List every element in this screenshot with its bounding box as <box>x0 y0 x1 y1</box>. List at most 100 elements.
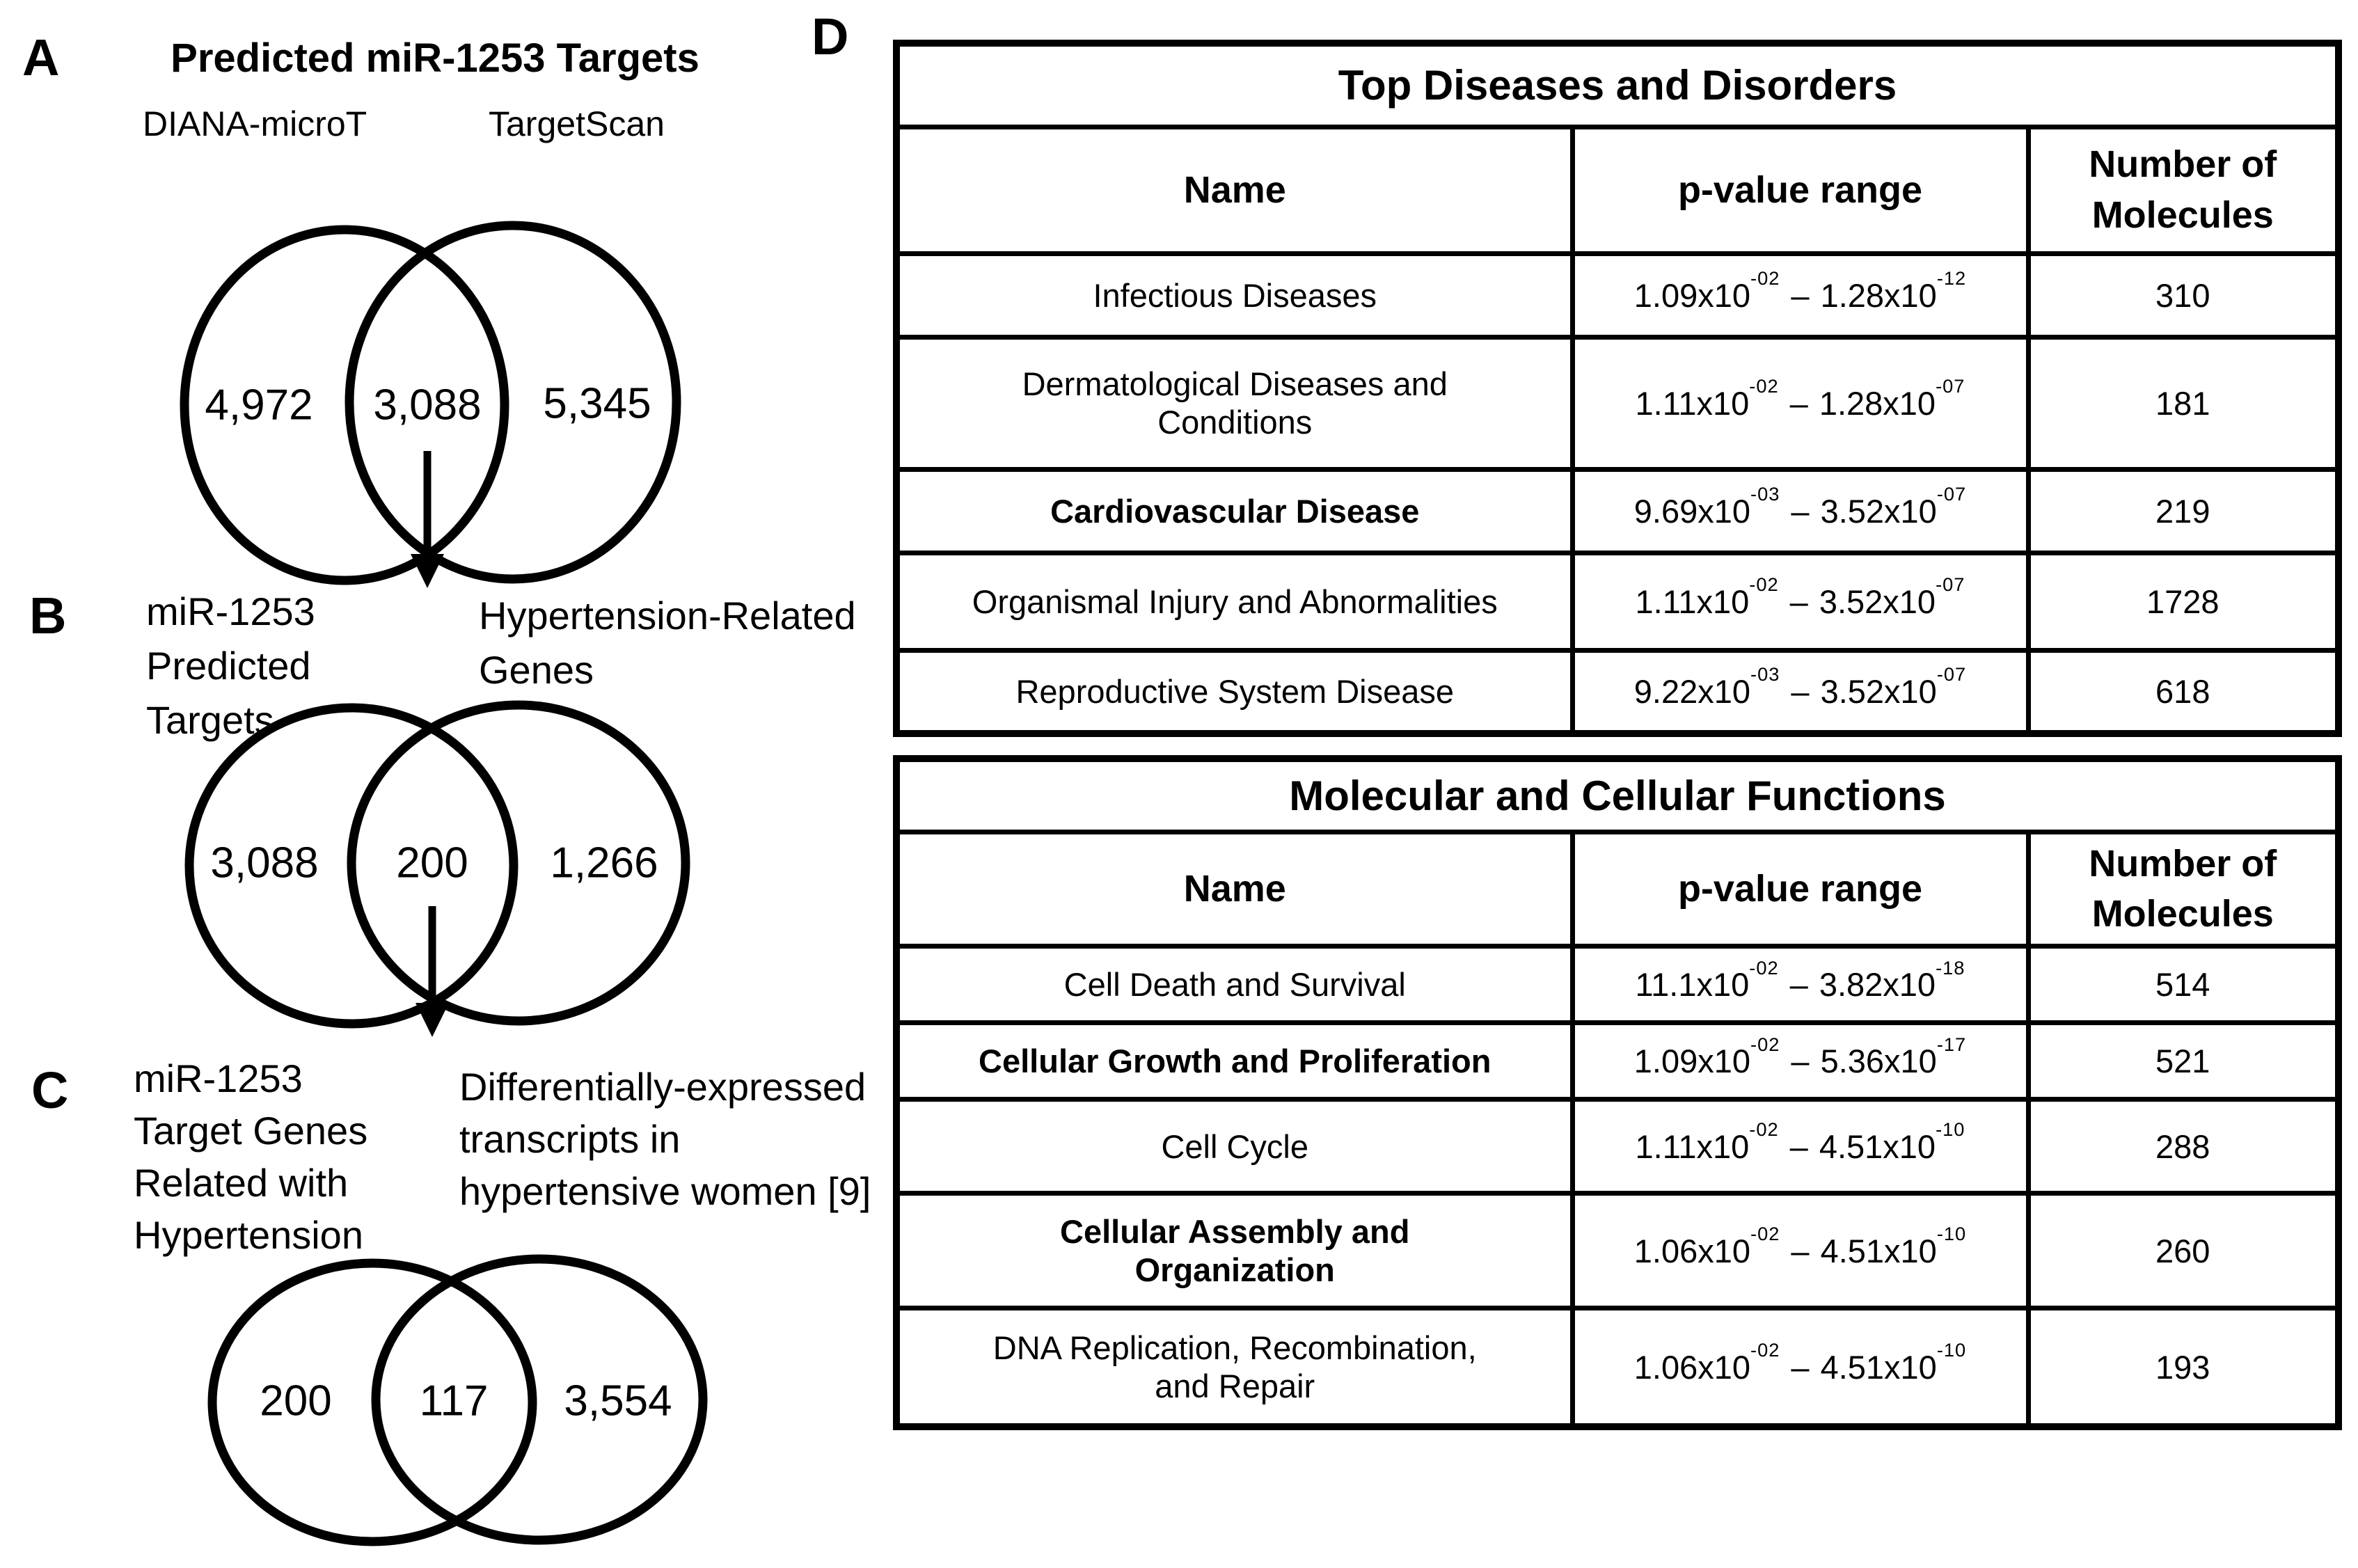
p-value-exponent-high: -12 <box>1936 267 1967 289</box>
p-value-exponent-high: -10 <box>1936 1223 1967 1245</box>
p-value-dash: – <box>1789 384 1808 422</box>
cell-pvalue: 1.06x10-02–4.51x10-10 <box>1569 1191 2031 1311</box>
p-value-mantissa-low: 1.11x10 <box>1635 1127 1750 1165</box>
p-value-dash: – <box>1791 1043 1810 1080</box>
cell-name: Infectious Diseases <box>894 251 1575 340</box>
panel-c-label: C <box>31 1061 69 1119</box>
p-value-exponent-high: -10 <box>1936 1338 1967 1361</box>
set-label-mir1253-hypertension-targets: miR-1253 Target Genes Related with Hyper… <box>134 1056 368 1257</box>
p-value-mantissa-low: 1.11x10 <box>1635 583 1750 620</box>
set-label-targetscan: TargetScan <box>489 104 665 143</box>
p-value-mantissa-high: 4.51x10 <box>1819 1127 1936 1165</box>
venn-b-right-count: 1,266 <box>550 839 658 887</box>
p-value-mantissa-low: 1.09x10 <box>1633 276 1751 314</box>
venn-b-left-circle <box>184 703 519 1029</box>
cell-molecules: 618 <box>2025 647 2341 736</box>
panel-a-label: A <box>22 29 60 86</box>
table-title-row: Molecular and Cellular Functions <box>894 756 2341 834</box>
cell-name: Cellular Growth and Proliferation <box>894 1020 1575 1102</box>
venn-b-overlap-count: 200 <box>396 839 468 887</box>
table-row: Infectious Diseases 1.09x10-02–1.28x10-1… <box>894 251 2341 340</box>
p-value-mantissa-high: 3.82x10 <box>1819 966 1936 1004</box>
cell-molecules: 288 <box>2025 1097 2341 1196</box>
p-value-dash: – <box>1791 276 1810 314</box>
table-title-row: Top Diseases and Disorders <box>894 40 2341 129</box>
p-value-exponent-low: -02 <box>1750 267 1780 289</box>
cell-molecules: 521 <box>2025 1020 2341 1102</box>
set-label-mir1253-predicted-targets: miR-1253 Predicted Targets <box>146 589 315 742</box>
table-header-row: Name p-value range Number of Molecules <box>894 829 2341 949</box>
p-value-mantissa-high: 3.52x10 <box>1820 492 1937 530</box>
venn-c-right-circle <box>371 1254 708 1545</box>
table-title: Top Diseases and Disorders <box>894 40 2341 129</box>
p-value-exponent-low: -02 <box>1750 1223 1780 1245</box>
cell-molecules: 219 <box>2025 466 2341 555</box>
cell-pvalue: 11.1x10-02–3.82x10-18 <box>1569 944 2031 1026</box>
table-header-row: Name p-value range Number of Molecules <box>894 124 2341 256</box>
p-value-exponent-low: -02 <box>1749 956 1779 979</box>
cell-molecules: 1728 <box>2025 550 2341 653</box>
column-header-name: Name <box>894 124 1575 256</box>
cell-name: Cell Cycle <box>894 1097 1575 1196</box>
venn-c-overlap-count: 117 <box>419 1377 489 1425</box>
venn-c-left-circle <box>207 1258 537 1546</box>
table-row: Organismal Injury and Abnormalities 1.11… <box>894 550 2341 653</box>
cell-pvalue: 1.09x10-02–1.28x10-12 <box>1569 251 2031 340</box>
set-label-differentially-expressed-transcripts: Differentially-expressed transcripts in … <box>459 1065 871 1213</box>
venn-a-right-count: 5,345 <box>543 379 651 428</box>
cell-name: DNA Replication, Recombination, and Repa… <box>894 1306 1575 1430</box>
p-value-dash: – <box>1791 492 1810 530</box>
p-value-mantissa-low: 1.09x10 <box>1633 1043 1751 1080</box>
cell-molecules: 310 <box>2025 251 2341 340</box>
p-value-mantissa-high: 4.51x10 <box>1820 1232 1937 1269</box>
p-value-mantissa-high: 1.28x10 <box>1819 384 1936 422</box>
cell-pvalue: 1.06x10-02–4.51x10-10 <box>1569 1306 2031 1430</box>
table-row: Reproductive System Disease 9.22x10-03–3… <box>894 647 2341 736</box>
venn-b-right-circle <box>347 700 690 1026</box>
p-value-mantissa-low: 11.1x10 <box>1635 966 1750 1004</box>
cell-pvalue: 9.69x10-03–3.52x10-07 <box>1569 466 2031 555</box>
p-value-exponent-low: -03 <box>1750 663 1780 686</box>
column-header-name: Name <box>894 829 1575 949</box>
p-value-mantissa-high: 3.52x10 <box>1820 672 1937 710</box>
panel-d-label: D <box>812 8 849 65</box>
venn-a-left-count: 4,972 <box>205 381 313 429</box>
cell-name: Cell Death and Survival <box>894 944 1575 1026</box>
p-value-dash: – <box>1789 1127 1808 1165</box>
p-value-dash: – <box>1789 583 1808 620</box>
table-row: Cell Death and Survival 11.1x10-02–3.82x… <box>894 944 2341 1026</box>
p-value-exponent-high: -17 <box>1936 1033 1967 1055</box>
p-value-exponent-low: -02 <box>1749 573 1779 595</box>
p-value-exponent-high: -18 <box>1936 956 1965 979</box>
molecular-functions-table: Molecular and Cellular Functions Name p-… <box>893 755 2342 1430</box>
set-label-diana-microt: DIANA-microT <box>143 104 367 143</box>
p-value-exponent-high: -07 <box>1936 482 1967 505</box>
top-diseases-table: Top Diseases and Disorders Name p-value … <box>893 40 2343 737</box>
venn-diagrams <box>180 221 708 1546</box>
venn-a-overlap-count: 3,088 <box>373 381 482 429</box>
p-value-mantissa-high: 1.28x10 <box>1820 276 1937 314</box>
column-header-molecules: Number of Molecules <box>2025 124 2341 256</box>
cell-name: Cardiovascular Disease <box>894 466 1575 555</box>
p-value-dash: – <box>1791 1348 1810 1386</box>
table-row: Cardiovascular Disease 9.69x10-03–3.52x1… <box>894 466 2341 555</box>
p-value-exponent-high: -07 <box>1936 374 1965 397</box>
p-value-mantissa-high: 4.51x10 <box>1820 1348 1937 1386</box>
p-value-mantissa-low: 9.69x10 <box>1633 492 1751 530</box>
table-row: Dermatological Diseases and Conditions 1… <box>894 334 2341 472</box>
arrow-a-head <box>411 554 444 588</box>
cell-molecules: 193 <box>2025 1306 2341 1430</box>
p-value-mantissa-low: 9.22x10 <box>1633 672 1751 710</box>
p-value-mantissa-low: 1.06x10 <box>1633 1348 1751 1386</box>
cell-molecules: 260 <box>2025 1191 2341 1311</box>
p-value-exponent-low: -02 <box>1750 1338 1780 1361</box>
p-value-exponent-high: -07 <box>1936 663 1967 686</box>
cell-name: Reproductive System Disease <box>894 647 1575 736</box>
p-value-dash: – <box>1791 1232 1810 1269</box>
p-value-mantissa-low: 1.06x10 <box>1633 1232 1751 1269</box>
p-value-mantissa-high: 5.36x10 <box>1820 1043 1937 1080</box>
table-row: Cellular Assembly and Organization 1.06x… <box>894 1191 2341 1311</box>
arrow-b-head <box>416 1003 449 1037</box>
cell-molecules: 514 <box>2025 944 2341 1026</box>
